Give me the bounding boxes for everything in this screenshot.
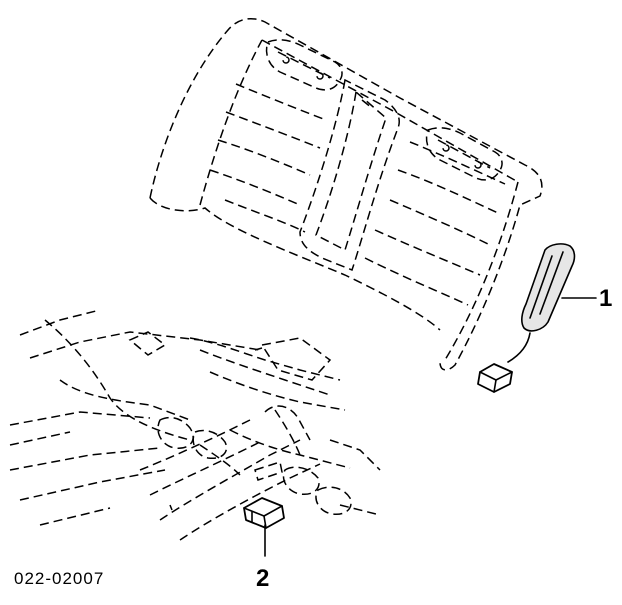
- part-1-side-trim: [477, 243, 576, 393]
- floor-pan: [9, 309, 381, 541]
- part-2-latch: [243, 497, 285, 529]
- seat-backrest: [149, 17, 543, 371]
- callout-1: 1: [599, 285, 612, 312]
- diagram-part-number: 022-02007: [14, 569, 104, 588]
- callout-2: 2: [256, 565, 269, 592]
